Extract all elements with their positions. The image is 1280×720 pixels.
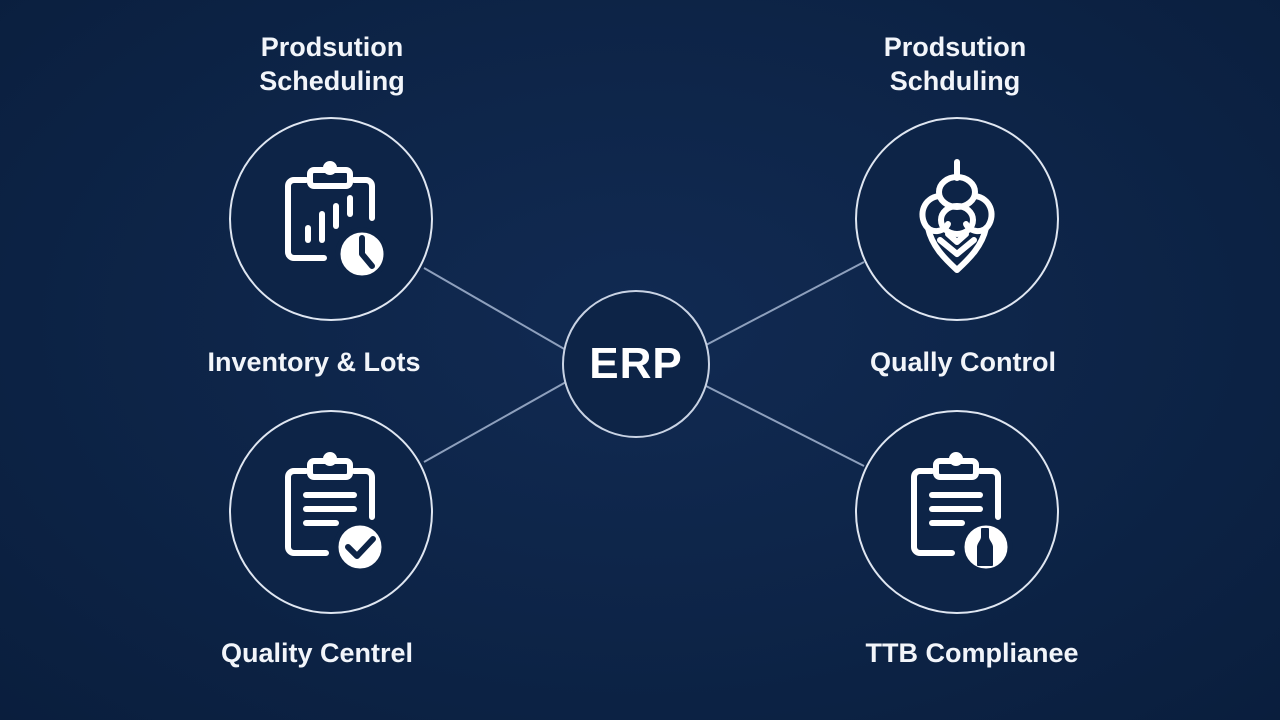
node-top-left (229, 117, 433, 321)
connector-bottom-left (423, 381, 567, 463)
node-bottom-left (229, 410, 433, 614)
node-bottom-right (855, 410, 1059, 614)
label-mid-left: Inventory & Lots (207, 347, 421, 377)
label-mid-right: Qually Control (869, 347, 1056, 377)
node-top-right (855, 117, 1059, 321)
label-top-right: Prodsution Schduling (883, 32, 1027, 96)
connector-bottom-right (705, 385, 865, 467)
label-bottom-left: Quality Centrel (220, 638, 414, 668)
clipboard-chart-clock-icon (285, 161, 389, 281)
label-bottom-right: TTB Complianee (865, 638, 1079, 668)
label-top-left: Prodsution Scheduling (259, 32, 405, 96)
erp-hub: ERP (562, 290, 710, 438)
erp-hub-label: ERP (589, 339, 683, 388)
clipboard-checkmark-icon (285, 452, 387, 574)
hop-cone-icon (919, 159, 995, 273)
connector-top-left (423, 267, 567, 351)
connector-top-right (705, 261, 865, 346)
clipboard-bottle-icon (911, 452, 1013, 574)
